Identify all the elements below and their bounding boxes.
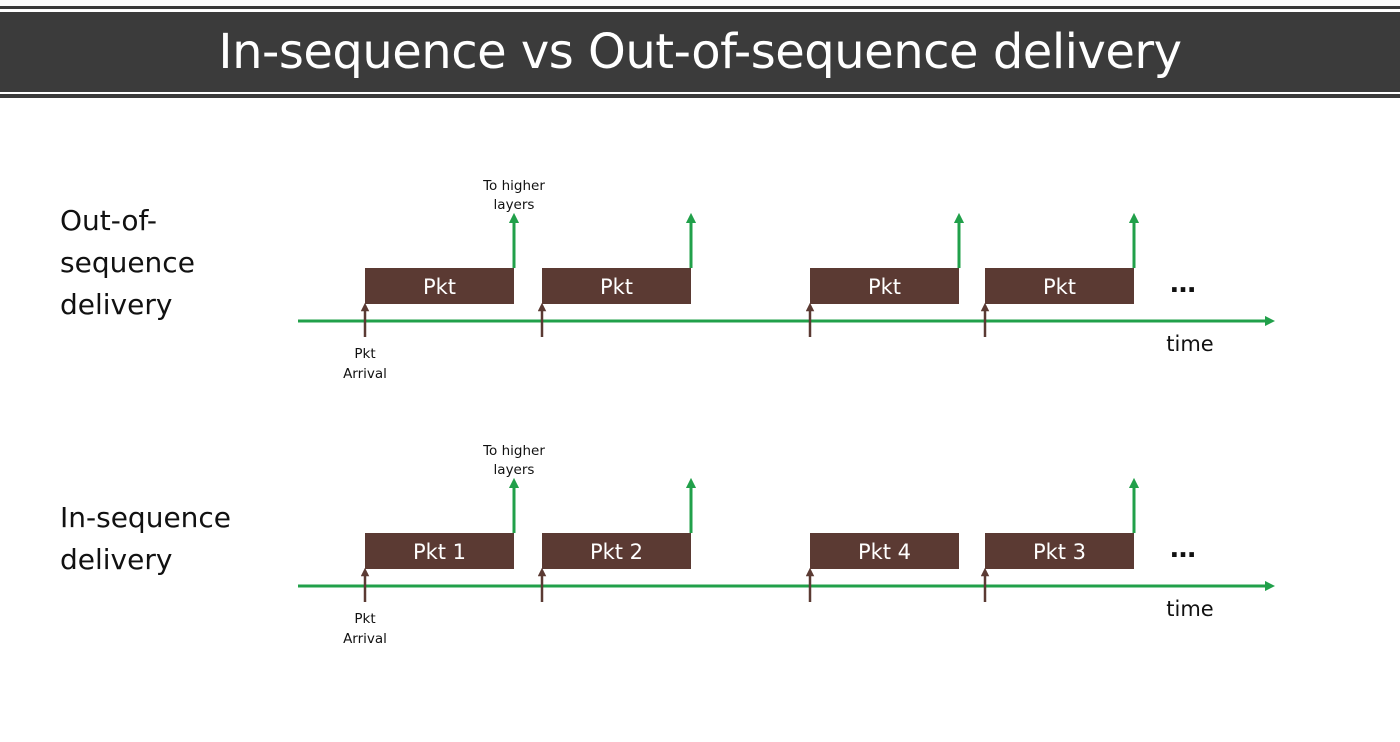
ellipsis: … [1170,534,1196,564]
annotation-packet-arrival: Arrival [343,366,387,382]
annotation-packet-arrival: Pkt [354,346,375,362]
packet-label: Pkt [600,275,633,299]
time-axis-label: time [1166,332,1213,356]
packet-box [985,533,1134,569]
title-top-rule [0,6,1400,9]
row-label-line: delivery [60,543,173,576]
packet-box [365,533,514,569]
row-label-line: In-sequence [60,501,232,534]
annotation-to-higher-layers: To higher [482,178,545,194]
timeline-row: time Pkt 1 Pkt 2 Pkt 4 Pkt 3 … To higher layers… [298,443,1276,647]
row-label-in-sequence: In-sequence delivery [60,497,231,581]
packet-box [542,533,691,569]
row-label-line: sequence [60,246,195,279]
annotation-packet-arrival: Pkt [354,611,375,627]
title-bottom-rule [0,94,1400,98]
annotation-packet-arrival: Arrival [343,631,387,647]
packet-box [985,268,1134,304]
row-label-line: Out-of- [60,204,157,237]
time-axis-label: time [1166,597,1213,621]
packet-label: Pkt 4 [858,540,911,564]
slide-title: In-sequence vs Out-of-sequence delivery [218,24,1182,80]
annotation-to-higher-layers: layers [494,197,535,213]
row-label-out-of-sequence: Out-of- sequence delivery [60,200,195,326]
packet-label: Pkt 3 [1033,540,1086,564]
annotation-to-higher-layers: layers [494,462,535,478]
title-band [0,12,1400,92]
title-bar: In-sequence vs Out-of-sequence delivery [0,0,1400,100]
packet-label: Pkt 1 [413,540,466,564]
packet-label: Pkt [1043,275,1076,299]
packet-box [810,533,959,569]
packet-box [810,268,959,304]
annotation-to-higher-layers: To higher [482,443,545,459]
packet-label: Pkt [868,275,901,299]
packet-box [365,268,514,304]
packet-label: Pkt 2 [590,540,643,564]
packet-box [542,268,691,304]
row-label-line: delivery [60,288,173,321]
ellipsis: … [1170,269,1196,299]
packet-label: Pkt [423,275,456,299]
